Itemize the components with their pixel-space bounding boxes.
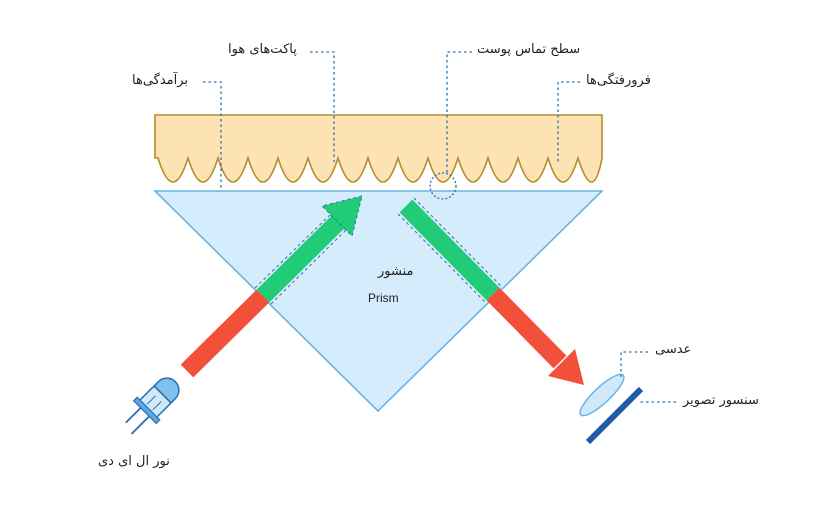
image-sensor-icon — [585, 386, 644, 445]
reflected-beam-arrowhead — [548, 349, 584, 385]
skin-contact-highlight — [429, 172, 457, 200]
leader-lines — [203, 51, 676, 403]
incoming-beam-red — [180, 289, 270, 378]
label-lens: عدسی — [655, 342, 692, 357]
label-skin-contact: سطح تماس پوست — [477, 42, 581, 57]
label-prism-en: Prism — [368, 291, 399, 305]
incoming-beam-arrowhead — [321, 195, 363, 237]
label-led-light: نور ال ای دی — [98, 454, 170, 469]
skin-surface — [154, 114, 603, 183]
label-valleys: فرورفتگی‌ها — [586, 73, 651, 88]
label-air-pockets: پاکت‌های هوا — [228, 42, 297, 57]
led-icon — [125, 377, 180, 435]
label-ridges: برآمدگی‌ها — [132, 73, 189, 88]
lens-icon — [579, 373, 625, 417]
label-prism-fa: منشور — [378, 264, 414, 279]
reflected-beam-red — [486, 287, 567, 369]
incoming-beam-green — [256, 213, 347, 303]
reflected-beam-green — [399, 199, 500, 301]
label-image-sensor: سنسور تصویر — [683, 393, 759, 408]
